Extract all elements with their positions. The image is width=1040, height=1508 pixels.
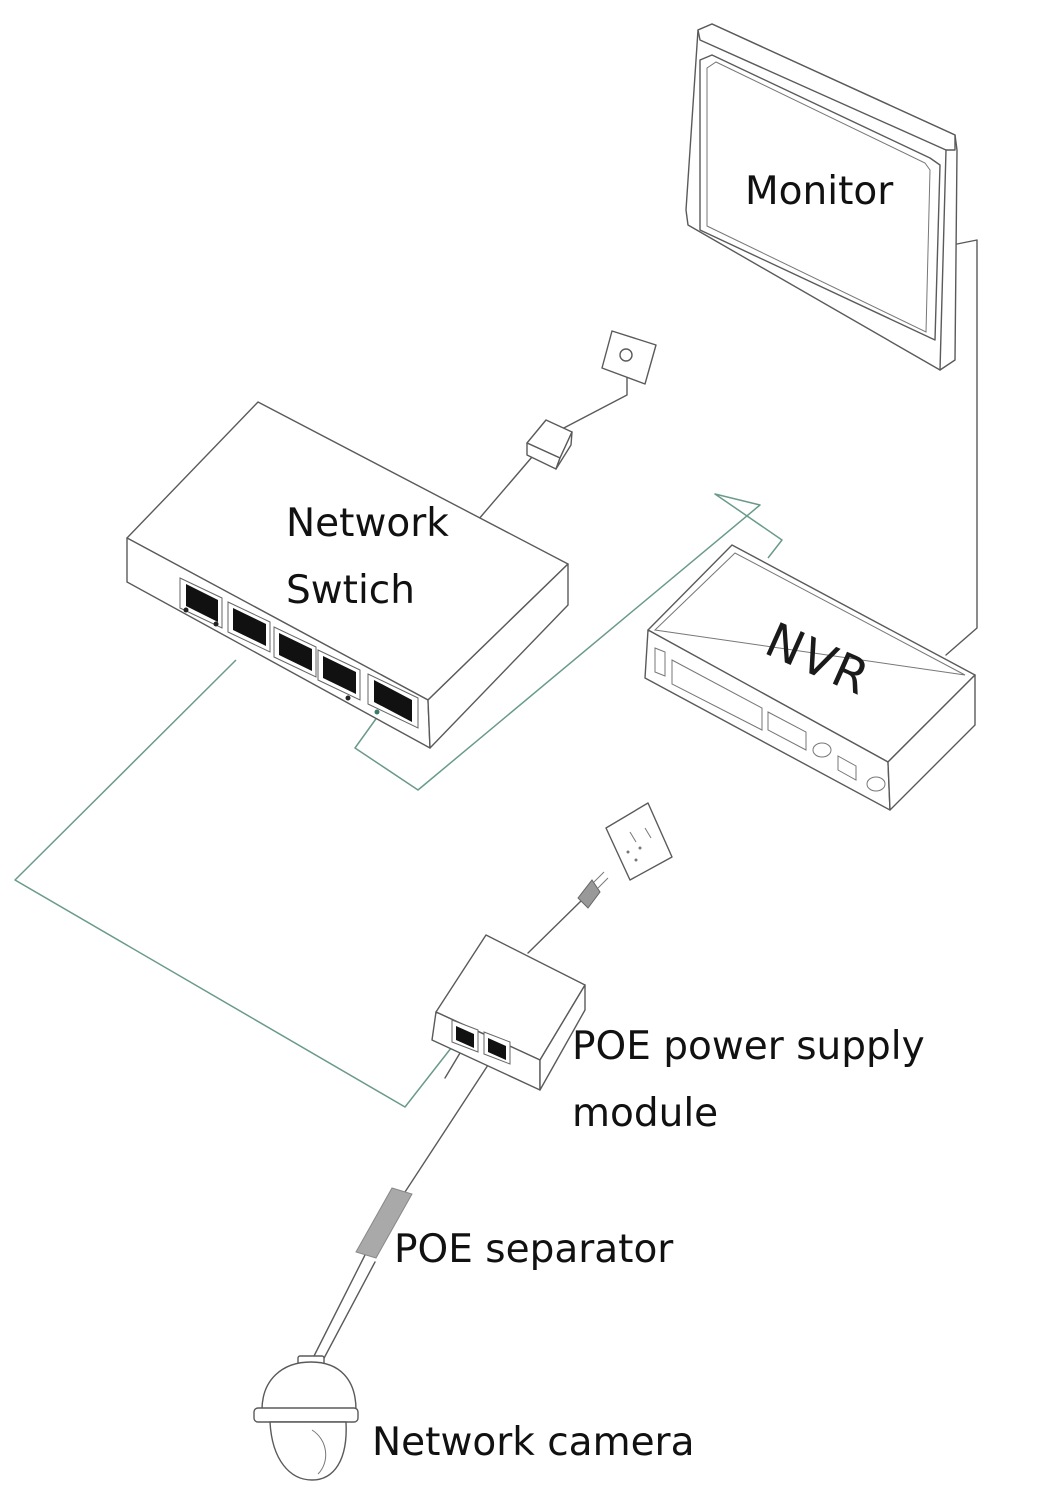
poe-module-device (431, 934, 586, 1091)
label-poe-separator: POE separator (394, 1227, 674, 1272)
monitor-device (685, 23, 958, 371)
cable-nvr-to-monitor (945, 239, 978, 656)
nvr-device (644, 544, 976, 811)
switch-wall-outlet (601, 330, 657, 385)
switch-ports (179, 577, 419, 729)
cable-separator-to-camera-2 (321, 1261, 376, 1363)
network-switch-device (126, 401, 569, 749)
network-camera-device (253, 1355, 359, 1481)
cable-plug-to-poe (527, 899, 583, 954)
poe-wall-outlet (605, 802, 673, 881)
label-network-switch-line1: Network (286, 501, 449, 546)
cable-switch-to-poe (14, 659, 456, 1108)
label-poe-module-line2: module (572, 1091, 719, 1137)
label-monitor: Monitor (745, 169, 894, 214)
label-poe-module: POE power supply module (572, 1013, 925, 1147)
poe-plug (577, 871, 609, 909)
label-network-switch-line2: Swtich (286, 568, 415, 614)
label-network-camera: Network camera (372, 1420, 695, 1465)
cable-poe-to-separator (404, 1061, 491, 1193)
label-poe-module-line1: POE power supply (572, 1024, 925, 1069)
cable-adapter-to-switch (477, 449, 539, 521)
cable-switch-to-nvr (354, 493, 783, 791)
switch-power-adapter (526, 419, 573, 470)
cable-separator-to-camera (311, 1254, 366, 1361)
poe-separator-device (355, 1187, 413, 1259)
label-network-switch: Network Swtich (286, 490, 449, 624)
